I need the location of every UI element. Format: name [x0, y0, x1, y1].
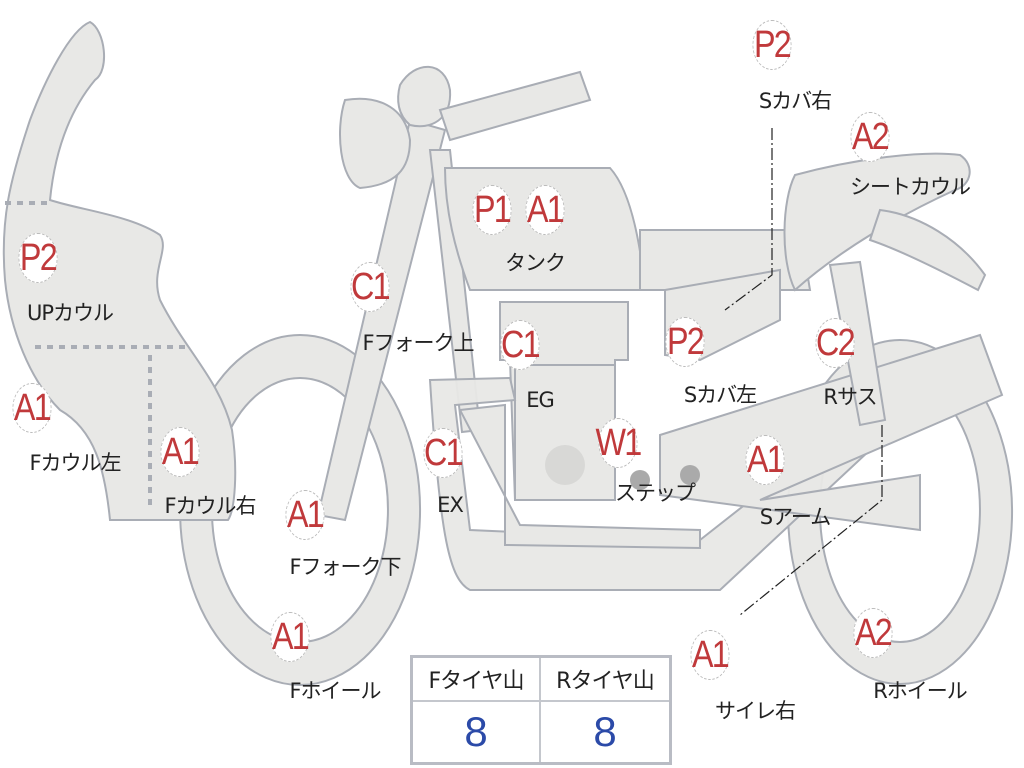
- damage-code-badge: A2: [853, 608, 893, 658]
- damage-code-badge: C1: [423, 428, 464, 478]
- part-label: Sカバ左: [683, 383, 757, 407]
- damage-code-badge: P2: [665, 317, 705, 367]
- damage-code-badge: P2: [18, 233, 58, 283]
- part-label: Fカウル右: [164, 494, 256, 518]
- front-fork: [316, 118, 447, 522]
- damage-code-badge: P1: [472, 185, 512, 235]
- part-label: Fフォーク下: [289, 555, 401, 579]
- rear-tire-header: Rタイヤ山: [541, 658, 669, 702]
- damage-code-badge: P2: [752, 20, 792, 70]
- damage-code-badge: C2: [815, 318, 856, 368]
- part-label: Fフォーク上: [362, 331, 474, 355]
- rear-tire-value: 8: [593, 708, 617, 755]
- part-label: EX: [437, 493, 464, 517]
- fairing: [2, 20, 237, 521]
- part-label: Sカバ右: [758, 89, 832, 113]
- part-label: Fカウル左: [29, 451, 121, 475]
- part-label: サイレ右: [715, 699, 796, 723]
- part-label: Rサス: [823, 385, 877, 409]
- part-label: シートカウル: [850, 175, 971, 199]
- part-label: Rホイール: [873, 679, 968, 703]
- damage-code-badge: A1: [525, 185, 565, 235]
- damage-code-badge: C1: [500, 320, 541, 370]
- front-tire-value: 8: [413, 702, 541, 762]
- damage-code-badge: A1: [12, 383, 52, 433]
- part-label: タンク: [505, 251, 566, 275]
- part-label: UPカウル: [26, 301, 114, 325]
- damage-code-badge: A2: [850, 112, 890, 162]
- front-tire-header: Fタイヤ山: [413, 658, 541, 702]
- damage-code-badge: A1: [690, 630, 730, 680]
- part-label: Fホイール: [289, 679, 381, 703]
- damage-code-badge: A1: [285, 490, 325, 540]
- damage-code-badge: A1: [745, 435, 785, 485]
- damage-code-badge: A1: [270, 612, 310, 662]
- damage-code-badge: A1: [160, 427, 200, 477]
- damage-code-badge: C1: [350, 262, 391, 312]
- swingarm: [659, 333, 1004, 532]
- damage-code-badge: W1: [595, 418, 642, 468]
- part-label: Sアーム: [759, 505, 831, 529]
- tire-tread-table: Fタイヤ山 Rタイヤ山 8 8: [410, 655, 672, 765]
- part-label: EG: [526, 388, 555, 412]
- part-label: ステップ: [615, 481, 696, 505]
